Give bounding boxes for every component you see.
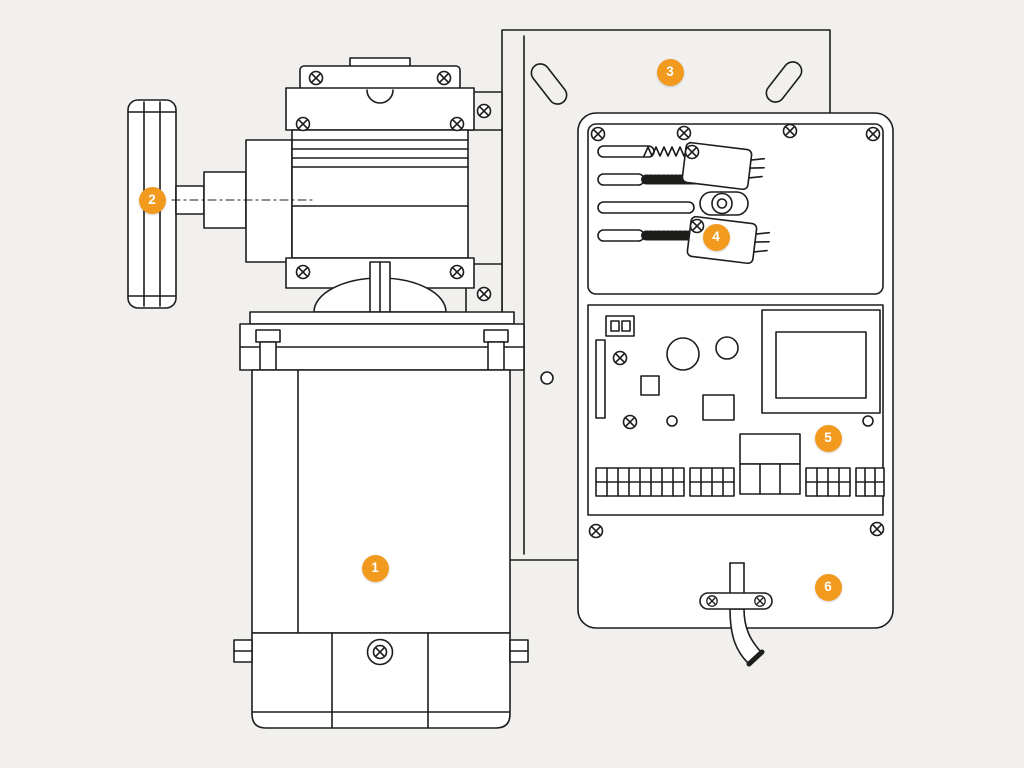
part-badge-3[interactable]: 3 <box>656 58 684 86</box>
terminal-block <box>855 467 885 497</box>
terminal-block <box>805 467 851 497</box>
microswitch-top <box>681 141 766 191</box>
gearbox-part <box>245 57 475 289</box>
control-board-part <box>587 304 885 516</box>
part-badge-5[interactable]: 5 <box>814 424 842 452</box>
terminal-block <box>595 467 685 497</box>
terminal-block <box>689 467 735 497</box>
motor-body-part <box>233 369 529 729</box>
part-badge-1[interactable]: 1 <box>361 554 389 582</box>
motor-flange-part <box>239 261 525 371</box>
power-cable-part <box>699 562 773 667</box>
mounting-bracket-part <box>465 91 503 333</box>
part-badge-4[interactable]: 4 <box>702 223 730 251</box>
part-badge-2[interactable]: 2 <box>138 186 166 214</box>
control-box-part <box>577 112 894 667</box>
spring-shape <box>643 146 693 157</box>
part-badge-6[interactable]: 6 <box>814 573 842 601</box>
limit-switch-assembly-part <box>597 141 771 265</box>
